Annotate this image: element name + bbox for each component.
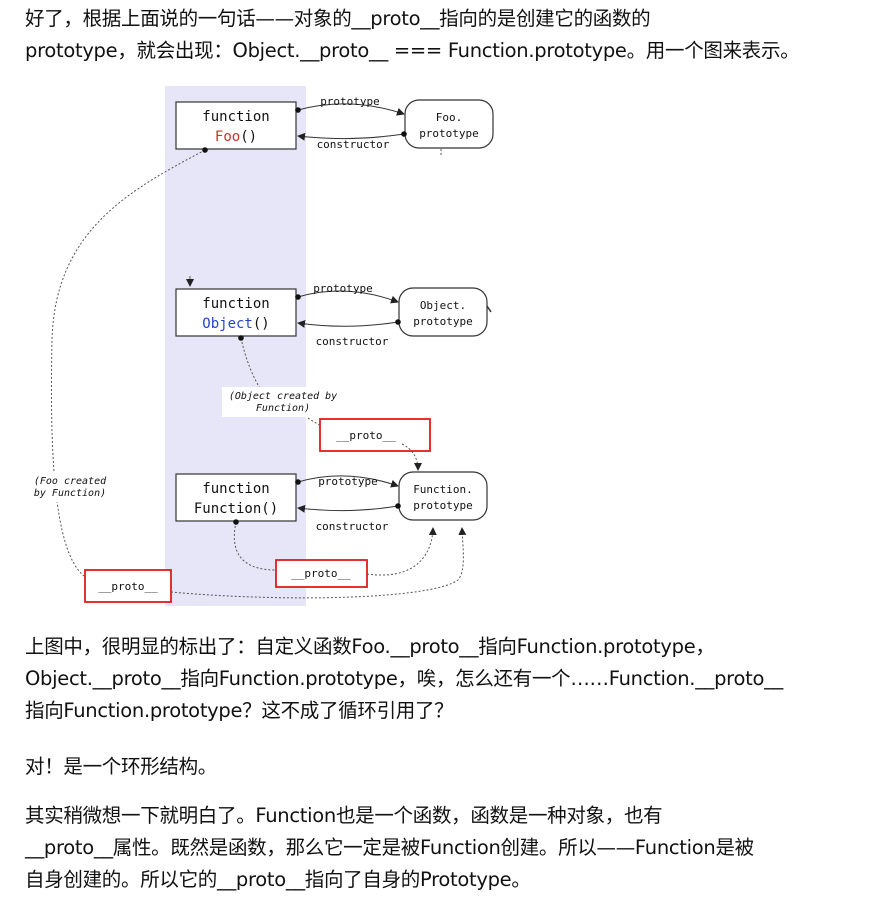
foo-constructor-edge (297, 131, 407, 141)
svg-text:Object(): Object() (202, 316, 269, 332)
foo-created-note-line-1: (Foo created (34, 476, 107, 487)
foo-prototype-line-1: Foo. (436, 111, 463, 124)
object-prototype-edge (295, 290, 399, 304)
foo-prototype-edge (295, 103, 405, 116)
foo-created-note-line-2: by Function) (34, 488, 106, 499)
svg-text:Foo(): Foo() (215, 129, 257, 145)
object-function-node: function Object() (175, 288, 297, 337)
foo-proto-link (50, 147, 208, 577)
object-prototype-node: Object. prototype (398, 287, 488, 337)
foo-function-node: function Foo() (175, 101, 297, 150)
object-prototype-line-1: Object. (420, 299, 466, 312)
foo-prototype-edge-label: prototype (320, 95, 380, 108)
object-created-note-line-2: Function) (256, 403, 310, 414)
function-prototype-edge (295, 475, 399, 488)
foo-function-parens: () (240, 129, 257, 145)
object-created-note-line-1: (Object created by (229, 391, 337, 402)
foo-proto-highlight: __proto__ (84, 569, 172, 603)
object-prototype-line-2: prototype (413, 315, 473, 328)
foo-function-keyword: function (202, 109, 269, 125)
function-prototype-line-2: prototype (413, 499, 473, 512)
prototype-chain-diagram: function Foo() Foo. prototype prototype … (28, 86, 494, 606)
conclusion-line-1: 其实稍微想一下就明白了。Function也是一个函数，函数是一种对象，也有 (25, 804, 663, 827)
answer-line-1: 对！是一个环形结构。 (25, 755, 218, 778)
object-prototype-edge-label: prototype (313, 282, 373, 295)
explain-line-3: 指向Function.prototype？这不成了循环引用了？ (25, 699, 454, 722)
foo-constructor-edge-label: constructor (317, 138, 390, 151)
function-constructor-edge-label: constructor (316, 520, 389, 533)
answer-paragraph: 对！是一个环形结构。 (25, 751, 885, 783)
foo-prototype-line-2: prototype (419, 127, 479, 140)
explain-line-2: Object.__proto__指向Function.prototype，唉，怎… (25, 667, 783, 690)
foo-prototype-node: Foo. prototype (404, 99, 494, 149)
function-prototype-edge-label: prototype (318, 475, 378, 488)
object-constructor-edge (297, 319, 401, 328)
object-constructor-edge-label: constructor (316, 335, 389, 348)
function-column-band (165, 86, 306, 606)
function-proto-highlight: __proto__ (275, 559, 368, 588)
function-prototype-node: Function. prototype (398, 471, 488, 521)
object-proto-label: __proto__ (336, 429, 396, 442)
function-function-name: Function() (194, 501, 278, 517)
object-function-keyword: function (202, 296, 269, 312)
foo-function-name: Foo (215, 129, 240, 145)
explain-line-1: 上图中，很明显的标出了：自定义函数Foo.__proto__指向Function… (25, 635, 715, 658)
explain-paragraph: 上图中，很明显的标出了：自定义函数Foo.__proto__指向Function… (25, 631, 885, 727)
function-function-node: function Function() (175, 473, 297, 522)
conclusion-line-3: 自身创建的。所以它的__proto__指向了自身的Prototype。 (25, 868, 531, 891)
function-function-keyword: function (202, 481, 269, 497)
function-proto-link (233, 519, 277, 571)
conclusion-paragraph: 其实稍微想一下就明白了。Function也是一个函数，函数是一种对象，也有 __… (25, 800, 885, 896)
function-proto-label: __proto__ (291, 567, 351, 580)
object-function-parens: () (253, 316, 270, 332)
function-prototype-line-1: Function. (413, 483, 473, 496)
object-proto-highlight: __proto__ (319, 418, 431, 452)
function-constructor-edge (297, 503, 401, 513)
intro-line-2: prototype，就会出现：Object.__proto__ === Func… (25, 39, 800, 62)
intro-line-1: 好了，根据上面说的一句话——对象的__proto__指向的是创建它的函数的 (25, 7, 651, 30)
foo-proto-label: __proto__ (98, 580, 158, 593)
object-function-name: Object (202, 316, 253, 332)
intro-paragraph: 好了，根据上面说的一句话——对象的__proto__指向的是创建它的函数的 pr… (25, 3, 885, 67)
conclusion-line-2: __proto__属性。既然是函数，那么它一定是被Function创建。所以——… (25, 836, 754, 859)
